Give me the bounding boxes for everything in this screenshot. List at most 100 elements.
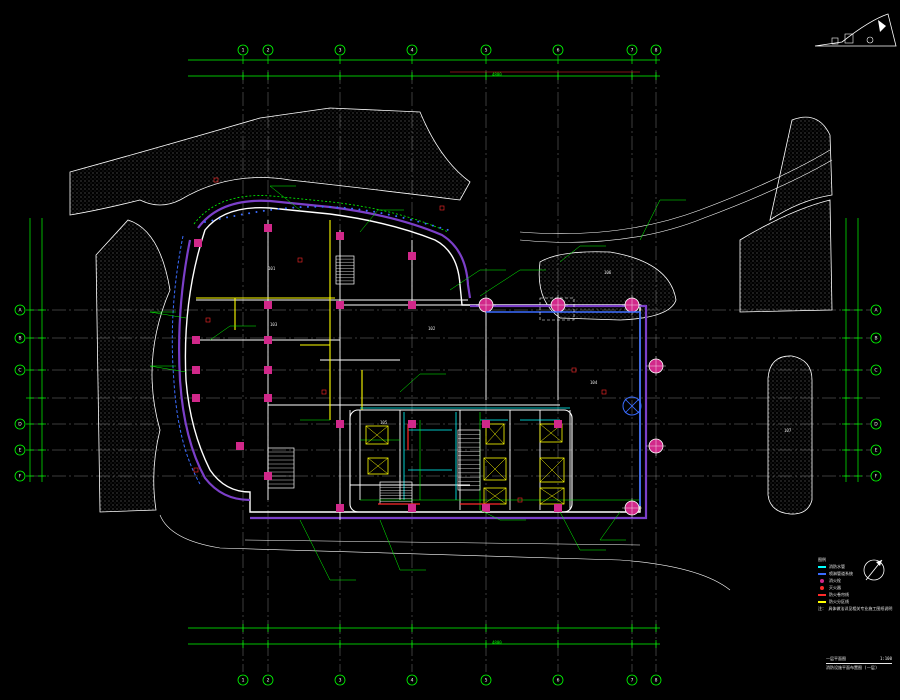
annotation-marks bbox=[149, 177, 686, 581]
lift-cross bbox=[365, 425, 389, 445]
fire-equipment-mark bbox=[601, 389, 607, 395]
site-keyplan-icon bbox=[814, 13, 897, 47]
legend-item: 灭火器 bbox=[818, 584, 894, 591]
sprinkler-head bbox=[336, 206, 339, 209]
curtain-wall bbox=[486, 311, 641, 506]
sprinkler-head bbox=[387, 213, 390, 216]
sprinkler-head bbox=[211, 219, 214, 222]
axis-bubble-label: D bbox=[18, 422, 22, 428]
legend-label: 喷淋管道系统 bbox=[829, 571, 853, 576]
lift-cross bbox=[483, 457, 507, 481]
column bbox=[408, 420, 416, 428]
axis-bubble-label: 5 bbox=[485, 48, 488, 54]
axis-bubble-label: 2 bbox=[267, 48, 270, 54]
axis-bubble: 1 bbox=[237, 44, 249, 56]
room-label: 104 bbox=[590, 380, 598, 385]
room-label: 106 bbox=[604, 270, 612, 275]
sprinkler-head bbox=[358, 208, 361, 211]
axis-bubble: C bbox=[870, 364, 882, 376]
axis-bubble: E bbox=[14, 444, 26, 456]
axis-bubble: C bbox=[14, 364, 26, 376]
exterior-wall bbox=[197, 199, 472, 299]
sprinkler-head bbox=[306, 205, 309, 208]
column bbox=[408, 252, 416, 260]
sprinkler-head bbox=[373, 210, 376, 213]
fire-equipment-mark bbox=[517, 497, 523, 503]
annotation-leader bbox=[269, 185, 301, 211]
axis-bubble: 3 bbox=[334, 674, 346, 686]
legend-label: 防火分区线 bbox=[829, 599, 849, 604]
axis-bubble: B bbox=[14, 332, 26, 344]
legend-label: 消火栓 bbox=[829, 578, 841, 583]
column bbox=[192, 366, 200, 374]
legend-swatch bbox=[818, 572, 826, 575]
axis-bubble-label: B bbox=[18, 336, 21, 342]
legend-item: 消防水管 bbox=[818, 563, 894, 570]
fire-equipment-mark bbox=[571, 367, 577, 373]
sprinkler-head bbox=[409, 218, 412, 221]
facade-line bbox=[193, 195, 449, 233]
lift-shaft bbox=[485, 423, 505, 445]
legend-swatch bbox=[818, 565, 826, 568]
annotation-leader bbox=[299, 519, 331, 581]
axis-bubble: F bbox=[14, 470, 26, 482]
lift-cross bbox=[485, 423, 505, 445]
site-hatch-area bbox=[538, 251, 677, 321]
axis-bubble: 2 bbox=[262, 44, 274, 56]
annotation-leader bbox=[559, 511, 581, 551]
legend-swatch bbox=[820, 585, 824, 590]
sprinkler-head bbox=[299, 206, 302, 209]
column bbox=[336, 504, 344, 512]
room-label: 103 bbox=[270, 322, 278, 327]
sprinkler-head bbox=[395, 215, 398, 218]
sprinkler-head bbox=[343, 206, 346, 209]
sprinkler-main bbox=[171, 235, 201, 485]
axis-bubble: 8 bbox=[650, 44, 662, 56]
column bbox=[192, 336, 200, 344]
sprinkler-head bbox=[314, 205, 317, 208]
legend-item: 防火分区线 bbox=[818, 598, 894, 605]
sprinkler-head bbox=[417, 220, 420, 223]
legend-label: 灭火器 bbox=[829, 585, 841, 590]
column bbox=[264, 336, 272, 344]
sprinkler-head bbox=[277, 207, 280, 210]
axis-bubble-label: 6 bbox=[557, 48, 560, 54]
sprinkler-head bbox=[262, 209, 265, 212]
dimension-total-bottom: 4800 bbox=[492, 640, 502, 645]
column bbox=[236, 442, 244, 450]
legend: 图例 消防水管 喷淋管道系统 消火栓 灭火器 防火卷帘线 防火分区线 注： 具体… bbox=[818, 556, 894, 612]
annotation-leader bbox=[559, 245, 581, 263]
fire-equipment-mark bbox=[439, 205, 445, 211]
annotation-leader bbox=[359, 209, 379, 233]
axis-bubble-label: B bbox=[874, 336, 877, 342]
annotation-leader bbox=[379, 519, 401, 571]
axis-bubble: 8 bbox=[650, 674, 662, 686]
axis-bubble-label: 4 bbox=[411, 48, 414, 54]
axis-bubble: D bbox=[14, 418, 26, 430]
sprinkler-head bbox=[255, 211, 258, 214]
axis-bubble-label: 8 bbox=[655, 48, 658, 54]
legend-swatch bbox=[820, 578, 824, 583]
column bbox=[264, 224, 272, 232]
annotation-leader bbox=[479, 509, 501, 521]
lift-cross bbox=[483, 487, 507, 505]
fire-equipment-mark bbox=[205, 317, 211, 323]
dimension-total-top: 4800 bbox=[492, 72, 502, 77]
sprinkler-head bbox=[270, 208, 273, 211]
title-underline bbox=[826, 663, 892, 664]
axis-bubble: 1 bbox=[237, 674, 249, 686]
axis-bubble: 7 bbox=[626, 44, 638, 56]
site-boundary bbox=[159, 514, 731, 591]
legend-swatch bbox=[818, 600, 826, 603]
axis-bubble-label: 7 bbox=[631, 678, 634, 684]
stair bbox=[379, 481, 413, 505]
axis-bubble-label: E bbox=[875, 448, 878, 454]
sprinkler-head bbox=[204, 221, 206, 223]
road-edge bbox=[519, 159, 833, 243]
site-hatch-area bbox=[69, 107, 471, 216]
axis-bubble-label: 8 bbox=[655, 678, 658, 684]
fire-equipment-mark bbox=[297, 257, 303, 263]
annotation-leader bbox=[149, 365, 187, 373]
dimension-lines bbox=[26, 56, 862, 648]
column bbox=[336, 420, 344, 428]
